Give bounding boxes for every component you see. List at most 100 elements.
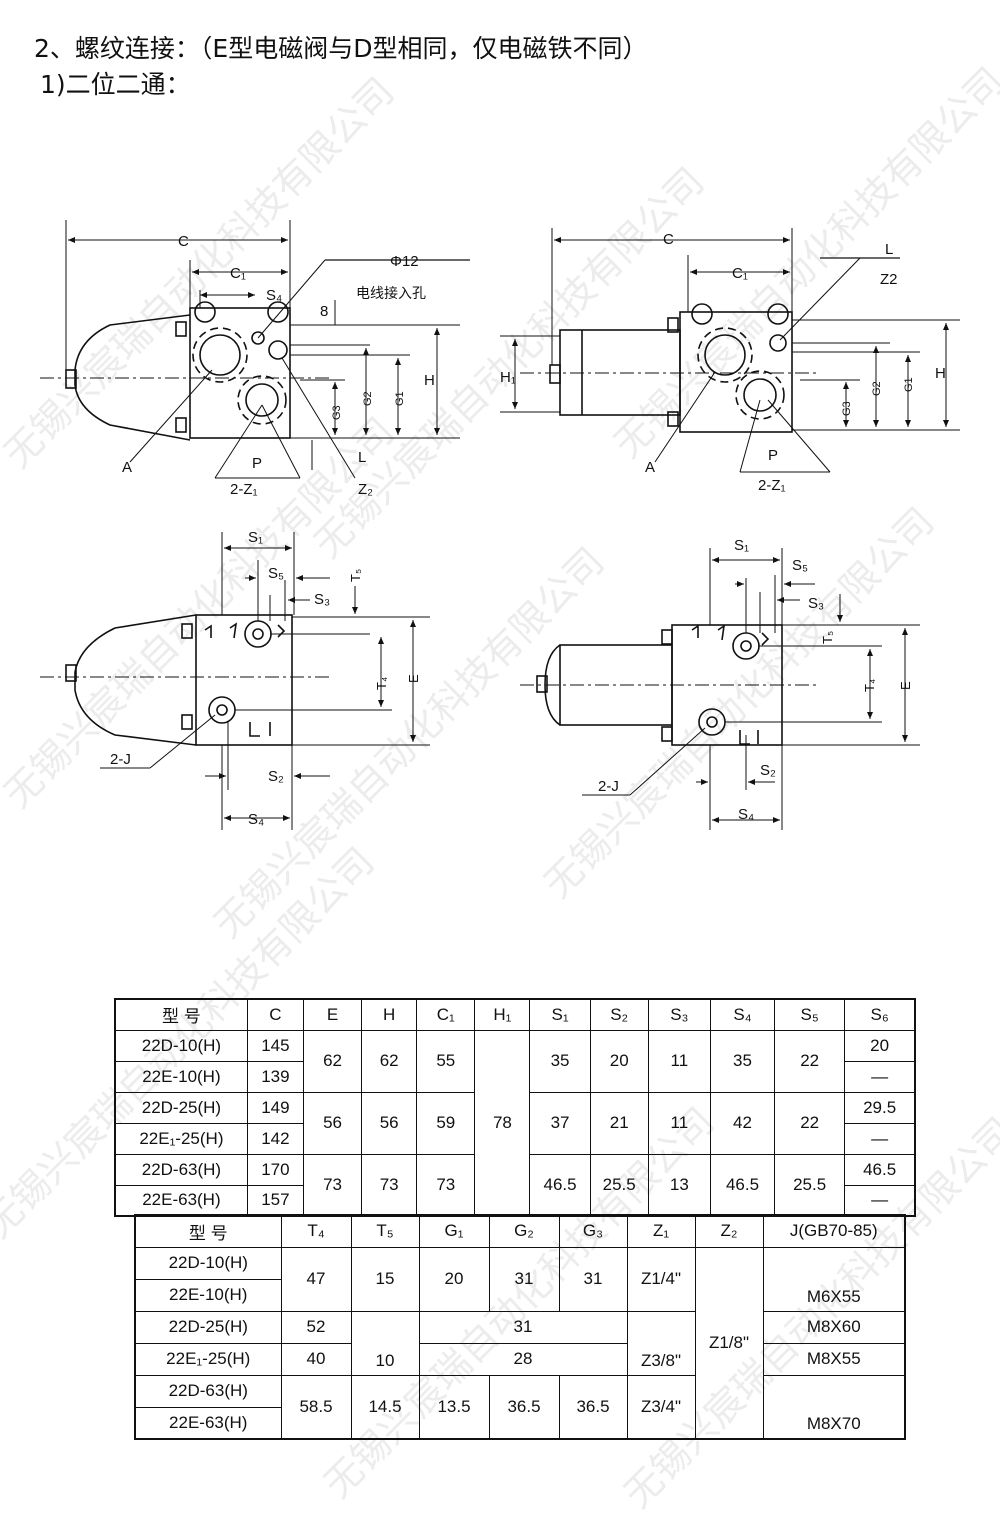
value-cell: 37 <box>529 1091 591 1155</box>
value-cell: 20 <box>589 1029 649 1093</box>
label-S5: S₅ <box>268 565 284 582</box>
value-cell: 145 <box>246 1029 304 1062</box>
table-row: 22E₁-25(H) 40 28 M8X55 <box>134 1342 906 1376</box>
header-cell: S₁ <box>529 998 591 1031</box>
table-row: 22E-10(H) <box>134 1278 905 1312</box>
value-cell: M6X55 <box>762 1246 906 1312</box>
label-8: 8 <box>320 303 328 320</box>
label-C: C <box>663 231 674 248</box>
label-G2: G2 <box>871 381 883 396</box>
value-cell: 22 <box>774 1091 846 1155</box>
label-A: A <box>645 459 655 476</box>
label-C: C <box>178 233 189 250</box>
spec-table-2: 型 号 T₄ T₅ G₁ G₂ G₃ Z₁ Z₂ J(GB70-85) 22D-… <box>134 1214 906 1440</box>
drawing-bottom-view-left <box>40 532 430 830</box>
label-wire-inlet: 电线接入孔 <box>356 285 426 301</box>
valve-block <box>189 307 291 439</box>
value-cell: 62 <box>302 1029 363 1093</box>
port-a-circle <box>199 334 241 376</box>
label-G1: G1 <box>903 377 915 392</box>
spec-table-1: 型 号 C E H C₁ H₁ S₁ S₂ S₃ S₄ S₅ S₆ 22D-10… <box>114 998 916 1217</box>
value-cell: 20 <box>418 1246 490 1312</box>
value-cell: 59 <box>416 1091 476 1155</box>
value-cell: 42 <box>709 1091 776 1155</box>
table-row: 22E-63(H) <box>134 1406 905 1440</box>
label-2-Z1: 2-Z₁ <box>230 481 258 498</box>
value-cell: M8X60 <box>762 1310 906 1344</box>
header-cell: 型 号 <box>114 998 248 1031</box>
header-cell: S₄ <box>709 998 776 1031</box>
table-row: 22E-10(H) 139 — <box>114 1060 916 1093</box>
model-cell: 22E-10(H) <box>114 1060 248 1093</box>
header-cell: S₆ <box>844 998 916 1031</box>
header-cell: H₁ <box>474 998 531 1031</box>
valve-block <box>679 311 793 433</box>
header-cell: E <box>302 998 363 1031</box>
value-cell: 13.5 <box>418 1374 490 1440</box>
header-cell: Z₁ <box>626 1214 696 1248</box>
value-cell: 139 <box>246 1060 304 1093</box>
header-cell: H <box>361 998 418 1031</box>
value-cell: 46.5 <box>529 1153 591 1217</box>
value-cell: 40 <box>280 1342 352 1376</box>
mount-hole <box>244 620 272 648</box>
label-S3: S₃ <box>314 591 330 608</box>
table-row: 22D-63(H) 170 73 73 73 46.5 25.5 13 46.5… <box>114 1153 916 1217</box>
value-cell: 35 <box>709 1029 776 1093</box>
label-S2: S₂ <box>760 762 776 779</box>
header-cell: G₁ <box>418 1214 490 1248</box>
header-cell: J(GB70-85) <box>762 1214 906 1248</box>
header-cell: Z₂ <box>694 1214 764 1248</box>
model-cell: 22D-10(H) <box>114 1029 248 1062</box>
label-C1: C₁ <box>230 265 246 282</box>
label-S4: S₄ <box>266 287 282 304</box>
header-cell: T₄ <box>280 1214 352 1248</box>
header-cell: S₃ <box>647 998 711 1031</box>
model-cell: 22D-63(H) <box>114 1153 248 1186</box>
header-cell: G₂ <box>488 1214 560 1248</box>
value-cell: 28 <box>418 1342 628 1376</box>
value-cell: 58.5 <box>280 1374 352 1440</box>
value-cell: 149 <box>246 1091 304 1124</box>
header-cell: S₂ <box>589 998 649 1031</box>
value-cell: Z1/4" <box>626 1246 696 1312</box>
model-cell: 22E-63(H) <box>134 1406 282 1440</box>
label-2-J: 2-J <box>110 751 131 768</box>
value-cell: 73 <box>361 1153 418 1217</box>
value-cell: 10 <box>350 1310 420 1376</box>
value-cell: — <box>844 1122 916 1155</box>
section-heading: 2、螺纹连接：（E型电磁阀与D型相同，仅电磁铁不同） <box>34 34 648 63</box>
drawing-bottom-view-right <box>520 548 920 830</box>
port-p-circle <box>743 378 777 412</box>
header-cell: C₁ <box>416 998 476 1031</box>
label-G3: G3 <box>331 405 343 420</box>
value-cell: Z3/8" <box>626 1310 696 1376</box>
label-P: P <box>768 447 778 464</box>
mount-hole <box>698 708 726 736</box>
label-L: L <box>885 241 893 258</box>
value-cell: 170 <box>246 1153 304 1186</box>
label-S4: S₄ <box>248 811 264 828</box>
value-cell: Z1/8" <box>694 1246 764 1440</box>
label-S2: S₂ <box>268 768 284 785</box>
label-S1: S₁ <box>248 529 263 546</box>
header-cell: T₅ <box>350 1214 420 1248</box>
value-cell: — <box>844 1184 916 1217</box>
value-cell: 21 <box>589 1091 649 1155</box>
value-cell: 14.5 <box>350 1374 420 1440</box>
label-S3: S₃ <box>808 595 824 612</box>
value-cell: 31 <box>488 1246 560 1312</box>
label-S5: S₅ <box>792 557 808 574</box>
table-row: 22E-63(H) 157 — <box>114 1184 916 1217</box>
header-cell: G₃ <box>558 1214 628 1248</box>
value-cell: 62 <box>361 1029 418 1093</box>
value-cell: 56 <box>361 1091 418 1155</box>
label-Z2: Z₂ <box>358 481 373 498</box>
label-phi12: Φ12 <box>390 253 419 270</box>
header-cell: C <box>246 998 304 1031</box>
value-cell: 142 <box>246 1122 304 1155</box>
value-cell: 46.5 <box>844 1153 916 1186</box>
value-cell: 22 <box>774 1029 846 1093</box>
value-cell: 11 <box>647 1091 711 1155</box>
value-cell: 47 <box>280 1246 352 1312</box>
